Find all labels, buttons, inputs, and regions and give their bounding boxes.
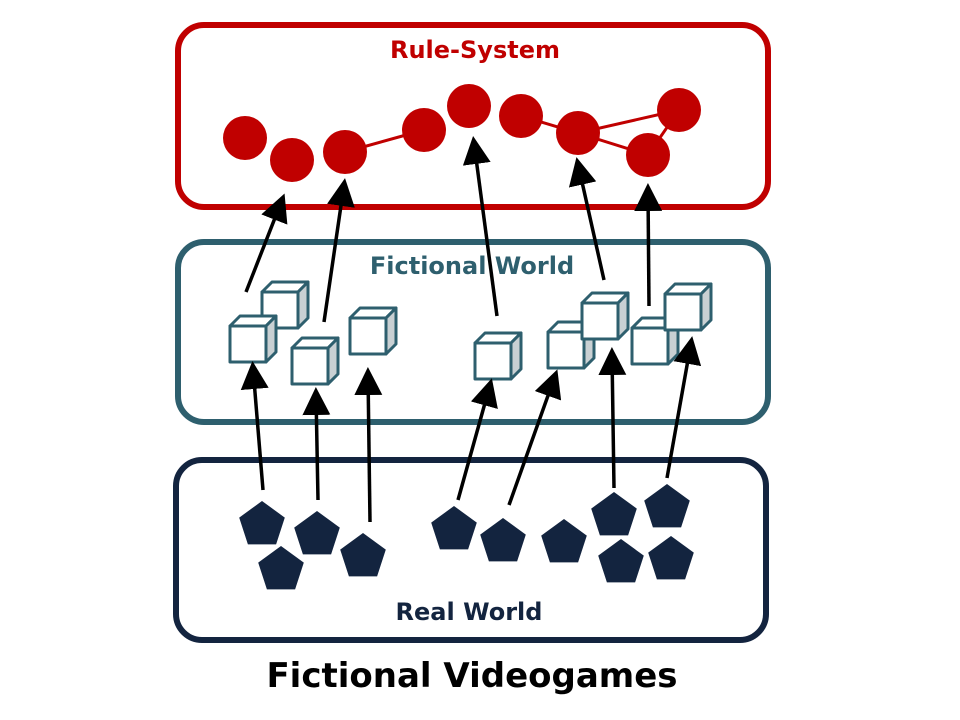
real-entity-pentagon-icon bbox=[258, 546, 304, 590]
mapping-arrow bbox=[598, 347, 627, 489]
rule-node-circle-icon bbox=[223, 116, 267, 160]
world-object-cube-icon bbox=[473, 331, 523, 381]
mapping-arrow bbox=[456, 378, 498, 501]
mapping-arrow bbox=[665, 336, 702, 479]
real-entity-pentagon-icon bbox=[239, 501, 285, 545]
rule-node-circle-icon bbox=[402, 108, 446, 152]
rule-node-circle-icon bbox=[323, 130, 367, 174]
world-object-cube-icon bbox=[290, 336, 340, 386]
mapping-arrows bbox=[240, 136, 702, 523]
rule-nodes bbox=[223, 84, 701, 182]
mapping-arrow bbox=[240, 361, 269, 491]
real-entity-pentagon-icon bbox=[598, 539, 644, 583]
rule-node-circle-icon bbox=[499, 94, 543, 138]
real-entities bbox=[239, 484, 694, 590]
mapping-arrow bbox=[322, 178, 355, 323]
real-entity-pentagon-icon bbox=[644, 484, 690, 528]
rule-node-circle-icon bbox=[447, 84, 491, 128]
real-entity-pentagon-icon bbox=[541, 519, 587, 563]
page-title: Fictional Videogames bbox=[266, 656, 677, 696]
mapping-arrow bbox=[462, 136, 499, 317]
world-object-cube-icon bbox=[348, 306, 398, 356]
real-entity-pentagon-icon bbox=[591, 492, 637, 536]
real-entity-pentagon-icon bbox=[340, 533, 386, 577]
real-entity-pentagon-icon bbox=[431, 506, 477, 550]
mapping-arrow bbox=[507, 369, 562, 506]
world-object-cube-icon bbox=[580, 291, 630, 341]
world-objects bbox=[228, 280, 713, 386]
mapping-arrow bbox=[354, 367, 383, 523]
rule-system-label: Rule-System bbox=[390, 36, 560, 64]
real-entity-pentagon-icon bbox=[648, 536, 694, 580]
mapping-arrow bbox=[302, 387, 331, 501]
real-entity-pentagon-icon bbox=[480, 518, 526, 562]
rule-node-circle-icon bbox=[657, 88, 701, 132]
mapping-arrow bbox=[244, 193, 288, 293]
real-world-label: Real World bbox=[396, 598, 543, 626]
mapping-arrow bbox=[634, 183, 663, 307]
world-object-cube-icon bbox=[663, 282, 713, 332]
world-object-cube-icon bbox=[260, 280, 310, 330]
mapping-arrow bbox=[568, 157, 606, 281]
real-entity-pentagon-icon bbox=[294, 511, 340, 555]
rule-node-circle-icon bbox=[556, 111, 600, 155]
fictional-world-label: Fictional World bbox=[370, 252, 574, 280]
rule-node-circle-icon bbox=[626, 133, 670, 177]
world-object-cube-icon bbox=[228, 314, 278, 364]
rule-node-circle-icon bbox=[270, 138, 314, 182]
